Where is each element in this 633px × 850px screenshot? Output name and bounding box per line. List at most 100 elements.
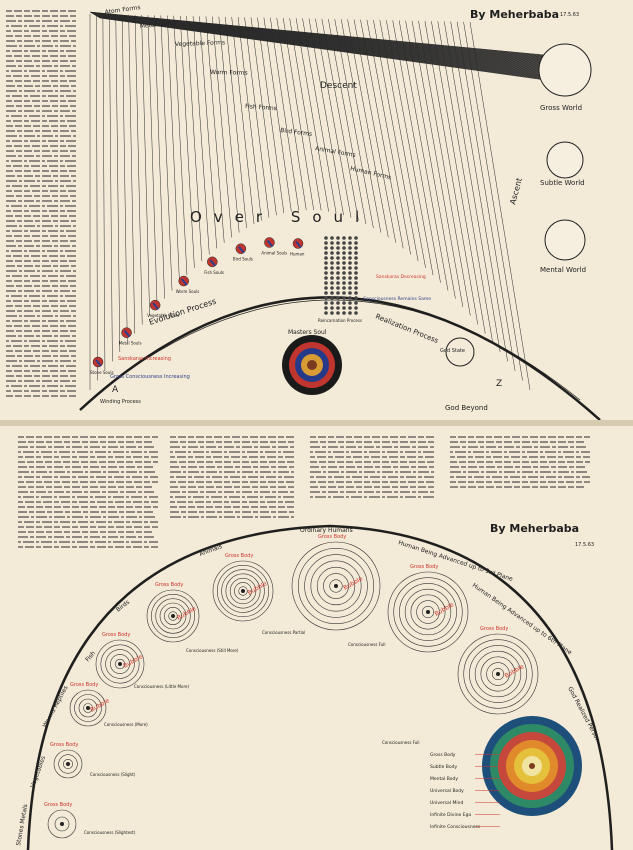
form-label: Atom Forms — [104, 4, 141, 16]
body-ring — [238, 586, 248, 596]
body-ring — [58, 754, 78, 774]
reincarnation-dot — [324, 276, 328, 280]
reincarnation-dot — [336, 251, 340, 255]
fan-drop — [328, 18, 367, 225]
fan-drop — [231, 16, 255, 225]
bubble-label: Bubble — [434, 601, 456, 618]
reincarnation-dot — [324, 261, 328, 265]
reincarnation-dot — [336, 256, 340, 260]
gross-body-label: Gross Body — [318, 534, 346, 540]
reincarnation-dot — [354, 301, 358, 305]
reincarnation-dot — [324, 241, 328, 245]
gross-body-label: Gross Body — [155, 582, 183, 588]
fan-drop — [225, 16, 247, 229]
fan-drop — [115, 14, 121, 352]
fan-drop — [96, 14, 98, 381]
consciousness-note: Consciousness (Still More) — [186, 648, 239, 653]
stage-label: Worm Souls — [176, 289, 200, 294]
stage-label: Metal Souls — [119, 341, 142, 346]
ascent-label: Ascent — [508, 177, 524, 206]
body-ring — [421, 605, 435, 619]
legend-item: Universal Body — [430, 788, 464, 794]
reincarnation-dot — [336, 266, 340, 270]
fan-drop — [147, 15, 158, 308]
handwriting-scribble — [18, 436, 158, 548]
reincarnation-dot — [330, 286, 334, 290]
over-soul-label: Over Soul — [190, 208, 371, 226]
reincarnation-dot — [348, 251, 352, 255]
consciousness-note: Consciousness (More) — [104, 722, 148, 727]
gross-body-label: Gross Body — [44, 802, 72, 808]
reincarnation-dot — [348, 236, 352, 240]
body-ring — [47, 809, 77, 839]
reincarnation-dot — [324, 246, 328, 250]
form-label: Fish Forms — [245, 103, 277, 112]
body-ring — [69, 689, 107, 727]
body-ring — [480, 656, 516, 692]
winding-process-label: Winding Process — [100, 399, 141, 405]
reincarnation-label: Reincarnation Process — [318, 318, 362, 323]
reincarnation-dot — [348, 291, 352, 295]
body-ring — [316, 566, 356, 606]
bottom-notes-col2 — [170, 434, 300, 524]
fan-drop — [102, 14, 106, 371]
reincarnation-dot — [342, 266, 346, 270]
reincarnation-dot — [324, 251, 328, 255]
reincarnation-dot — [348, 281, 352, 285]
arc-label: Animals — [198, 543, 223, 558]
reincarnation-dot — [330, 281, 334, 285]
reincarnation-dot — [330, 241, 334, 245]
gross-body-label: Gross Body — [70, 682, 98, 688]
body-ring — [310, 560, 362, 612]
sanskaras-increasing-label: Sanskaras Increasing — [118, 356, 171, 362]
body-ring — [297, 547, 375, 625]
soul-center — [334, 584, 338, 588]
reincarnation-dot — [348, 266, 352, 270]
fan-drop — [437, 21, 493, 343]
bubble-label: Bubble — [122, 653, 144, 670]
over-soul-arc — [79, 296, 601, 420]
gross-body-label: Gross Body — [225, 553, 253, 559]
bottom-notes-col1 — [18, 434, 158, 554]
fan-drop — [289, 18, 322, 211]
form-label: Worm Forms — [210, 69, 248, 77]
arc-label: Ordinary Humans — [300, 527, 353, 534]
fan-drop — [405, 20, 456, 299]
reincarnation-dot — [324, 291, 328, 295]
reincarnation-dot — [336, 236, 340, 240]
reincarnation-dot — [354, 256, 358, 260]
arc-label: Fish — [84, 650, 97, 664]
reincarnation-dot — [336, 291, 340, 295]
body-ring — [291, 541, 381, 631]
handwriting-scribble — [170, 436, 294, 518]
gross-body-label: Gross Body — [50, 742, 78, 748]
reincarnation-dot — [342, 271, 346, 275]
reincarnation-dot — [354, 271, 358, 275]
body-ring — [469, 645, 527, 703]
fan-drop — [270, 17, 300, 211]
fan-drop — [411, 20, 464, 308]
body-ring — [225, 573, 261, 609]
fan-drop — [192, 16, 210, 255]
body-ring — [212, 560, 274, 622]
reincarnation-dot — [342, 261, 346, 265]
reincarnation-dot — [342, 296, 346, 300]
body-ring — [399, 583, 457, 641]
body-ring — [78, 698, 98, 718]
fan-drop — [308, 18, 344, 216]
reincarnation-dot — [342, 236, 346, 240]
bottom-title: By Meherbaba — [490, 522, 580, 535]
stage-label: Vegetable Souls — [147, 313, 179, 318]
body-ring — [114, 658, 126, 670]
legend-item: Universal Mind — [430, 800, 463, 806]
fan-drop — [431, 21, 486, 334]
stage-label: Bird Souls — [233, 257, 253, 262]
fan-drop — [373, 19, 419, 262]
bottom-notes-col3 — [310, 434, 440, 504]
fan-drop — [386, 20, 434, 276]
body-ring — [146, 589, 200, 643]
fan-drop — [450, 21, 508, 362]
body-ring — [323, 573, 349, 599]
reincarnation-dot — [354, 241, 358, 245]
